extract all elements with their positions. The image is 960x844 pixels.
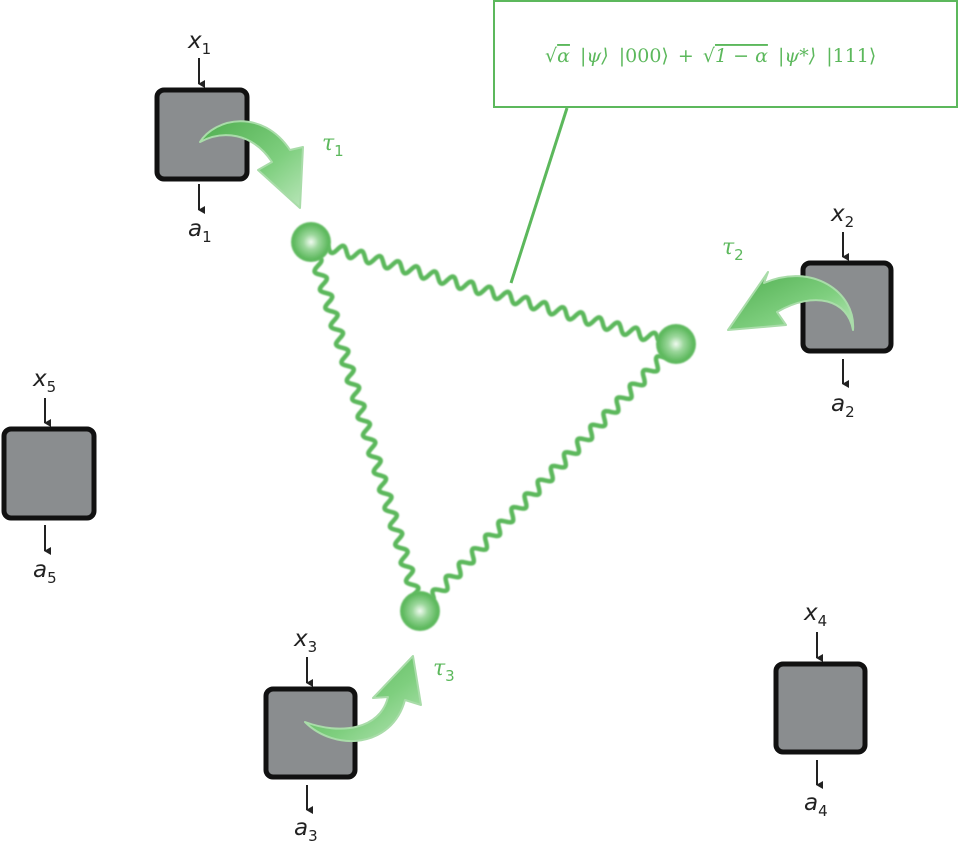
output-label-a3: a3 — [294, 815, 318, 844]
equation-frame — [493, 0, 958, 108]
plus-sign: + — [678, 45, 694, 67]
output-label-a5: a5 — [33, 557, 57, 587]
ket-psi: |ψ⟩ — [580, 45, 609, 67]
particle-sphere-2 — [656, 324, 696, 364]
measurement-box-4 — [773, 661, 868, 755]
alpha: α — [557, 45, 570, 67]
input-label-x3: x3 — [293, 626, 317, 656]
entanglement-link-2-3 — [430, 354, 666, 601]
input-label-x1: x1 — [187, 28, 211, 58]
entanglement-link-1-2 — [326, 243, 660, 343]
party-box-4: x4 a4 — [773, 600, 868, 820]
tau-label-1: τ1 — [322, 131, 344, 160]
distribution-arrow-1 — [199, 120, 304, 209]
distribution-arrow-3 — [304, 655, 422, 742]
measurement-box-5 — [1, 426, 97, 521]
tau-label-3: τ3 — [433, 656, 455, 685]
state-equation-box: √α |ψ⟩ |000⟩ + √1 − α |ψ*⟩ |111⟩ — [493, 0, 958, 108]
particles — [291, 222, 696, 631]
particle-sphere-1 — [291, 222, 331, 262]
party-box-5: x5 a5 — [1, 366, 97, 587]
ket-111: |111⟩ — [826, 45, 876, 67]
one-minus-alpha: 1 − α — [715, 45, 768, 67]
callout-connector-line — [509, 107, 569, 284]
party-box-3: x3 a3 — [263, 626, 358, 844]
output-label-a4: a4 — [804, 790, 828, 820]
tau-label-2: τ2 — [722, 235, 744, 264]
input-label-x5: x5 — [32, 366, 56, 396]
entanglement-link-3-1 — [312, 256, 421, 596]
entanglement-links — [312, 243, 666, 601]
sqrt-symbol-2: √ — [703, 45, 716, 67]
output-label-a2: a2 — [831, 391, 855, 421]
ket-000: |000⟩ — [619, 45, 669, 67]
sqrt-symbol: √ — [545, 45, 558, 67]
input-label-x2: x2 — [830, 201, 854, 231]
particle-sphere-3 — [400, 591, 440, 631]
output-label-a1: a1 — [188, 216, 212, 246]
party-box-1: x1 a1 — [154, 28, 250, 246]
equation-text: √α |ψ⟩ |000⟩ + √1 − α |ψ*⟩ |111⟩ — [545, 45, 876, 67]
distribution-arrow-2 — [727, 271, 855, 331]
input-label-x4: x4 — [803, 600, 827, 630]
ket-psi-star: |ψ*⟩ — [778, 45, 816, 67]
